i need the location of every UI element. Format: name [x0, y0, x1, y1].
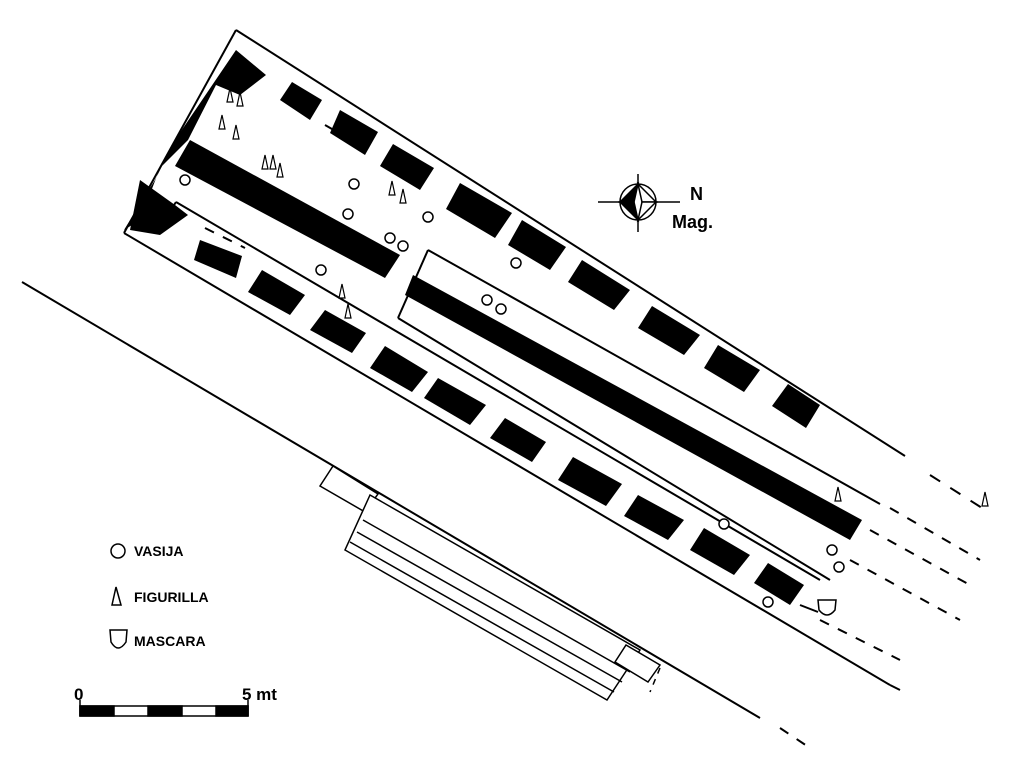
vessel-marker — [315, 264, 327, 276]
vessel-marker — [348, 178, 360, 190]
figurine-markers — [218, 87, 989, 507]
figurine-marker — [981, 491, 989, 507]
vessel-marker — [384, 232, 396, 244]
magnetic-label: Mag. — [672, 212, 714, 232]
figurine-marker — [269, 154, 277, 170]
figurine-marker — [261, 154, 269, 170]
legend-vessel-label: VASIJA — [134, 543, 184, 559]
vessel-marker — [510, 257, 522, 269]
vessel-markers — [179, 174, 845, 608]
north-label: N — [690, 184, 703, 204]
circle-icon — [110, 543, 126, 559]
figurine-marker — [218, 114, 226, 130]
building-outline — [123, 29, 991, 691]
figurine-marker — [834, 486, 842, 502]
scale-start-label: 0 — [74, 685, 84, 704]
vessel-marker — [762, 596, 774, 608]
north-arrow-icon — [598, 174, 680, 232]
figurine-marker — [236, 91, 244, 107]
figurine-marker — [276, 162, 284, 178]
legend-mask-label: MASCARA — [134, 633, 206, 649]
vessel-marker — [179, 174, 191, 186]
scale-bar — [79, 700, 249, 717]
figurine-marker — [388, 180, 396, 196]
wall-blocks — [124, 50, 862, 605]
vessel-marker — [833, 561, 845, 573]
figurine-icon — [111, 586, 122, 606]
figurine-marker — [226, 87, 234, 103]
vessel-marker — [422, 211, 434, 223]
mask-icon — [109, 629, 128, 649]
outer-boundary-dash — [779, 727, 811, 749]
vessel-marker — [718, 518, 730, 530]
vessel-marker — [481, 294, 493, 306]
legend-figurine-label: FIGURILLA — [134, 589, 209, 605]
legend-symbols — [109, 543, 128, 649]
staircase — [318, 464, 662, 702]
vessel-marker — [342, 208, 354, 220]
vessel-marker — [397, 240, 409, 252]
scale-end-label: 5 mt — [242, 685, 277, 704]
vessel-marker — [495, 303, 507, 315]
vessel-marker — [826, 544, 838, 556]
figurine-marker — [338, 283, 346, 299]
figurine-marker — [344, 303, 352, 319]
mask-marker — [817, 599, 837, 616]
figurine-marker — [232, 124, 240, 140]
figurine-marker — [399, 188, 407, 204]
outer-boundary-line — [21, 281, 761, 719]
